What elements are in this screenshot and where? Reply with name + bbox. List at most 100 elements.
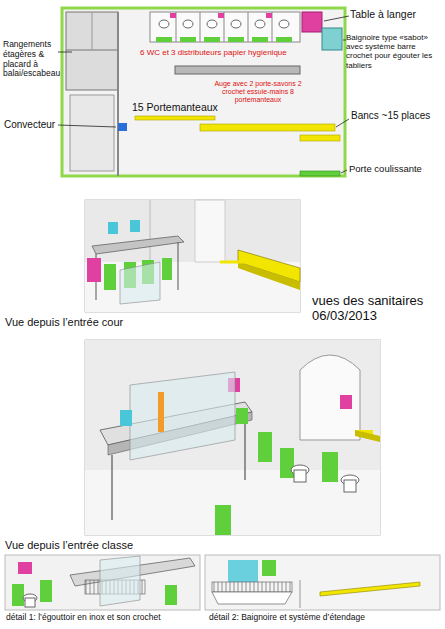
view-caption: Vue depuis l’entrée cour [5,316,123,329]
detail-drainer [165,585,177,605]
floor-plan [150,12,300,42]
plan-label: Baignoire type «sabot» avec système barr… [346,33,442,70]
view-court [104,264,116,290]
view-court [85,200,300,312]
view-class [244,420,245,480]
leader-line [324,16,349,21]
view-court [85,200,300,262]
wc-row [279,20,289,28]
view-class [236,408,248,424]
leader-line [336,119,349,127]
view-court [238,262,300,290]
view-class [355,430,380,442]
plan-furniture [302,12,322,32]
detail-bathtub [212,592,292,604]
detail-drainer [100,556,140,606]
wc-row [266,13,272,18]
view-class [85,340,380,535]
plan-label: Bancs ~15 places [351,110,441,122]
view-court [178,242,179,290]
floor-plan [92,12,93,50]
wc-row [200,12,201,42]
wc-row [156,12,292,42]
detail-bathtub [205,555,440,610]
wc-row [228,37,244,42]
wc-row [180,37,196,42]
detail-bathtub [320,582,420,596]
view-caption: détail 1: l’égouttoir en inox et son cro… [6,613,161,623]
plan-furniture [200,124,335,131]
view-class [258,432,272,462]
view-class [85,340,380,470]
plan-furniture [135,116,215,120]
view-class [158,392,164,432]
leader-line [58,125,116,127]
plan-furniture [322,28,342,50]
view-class [280,448,294,478]
wc-row [204,37,220,42]
view-court [195,200,225,262]
view-class [344,480,356,492]
plan-furniture [118,123,127,131]
floor-plan [66,12,118,90]
plan-label: 15 Portemanteaux [132,101,218,113]
floor-plan [62,8,345,176]
view-court [162,258,172,280]
wc-row [255,20,265,28]
view-class [294,470,306,482]
detail-drainer [18,562,32,574]
floor-plan [70,95,114,171]
view-class [120,410,132,426]
detail-drainer [25,598,35,607]
wc-row [231,20,241,28]
detail-bathtub [212,582,292,592]
plan-furniture [300,135,340,141]
detail-bathtub [205,555,440,610]
leader-line [58,52,72,53]
wc-row [170,13,176,18]
detail-drainer [40,580,52,602]
view-class [322,452,338,482]
plan-label: 6 WC et 3 distributeurs papier hygieniqu… [140,48,287,57]
view-class [111,455,112,520]
wc-row [183,20,193,28]
view-class [300,355,360,440]
wc-row [276,37,292,42]
view-class [130,372,235,460]
detail-drainer [12,584,24,606]
plan-label: Rangements étagères & placard à balai/es… [3,40,61,79]
plan-label: Convecteur [4,119,55,131]
plan-label: Porte coulissante [349,164,422,175]
view-court [220,261,270,264]
plan-furniture [118,12,342,176]
view-caption: détail 2: Baignoire et système d’étendag… [209,613,365,623]
view-caption: Vue depuis l’entrée classe [5,539,133,552]
view-class [340,395,352,409]
detail-bathtub [300,580,301,608]
wc-row [218,13,224,18]
detail-bathtub [228,560,258,582]
view-class [85,340,380,535]
detail-drainer [5,555,200,610]
view-court [120,262,160,304]
view-court [85,200,300,312]
page-title: vues des sanitaires 06/03/2013 [312,294,440,324]
view-court [87,258,101,282]
view-court [92,236,184,254]
view-court [108,222,118,234]
floor-plan [117,12,119,176]
view-court [130,220,140,232]
leader-line [58,16,349,173]
view-class [215,505,231,535]
plan-furniture [300,171,340,176]
wc-row [159,20,169,28]
plan-furniture [175,66,300,74]
floor-plan [62,8,345,176]
view-court [150,200,151,262]
wc-row [156,37,172,42]
detail-drainer [5,555,200,610]
wc-row [248,12,249,42]
detail-bathtub [262,560,276,576]
plan-label: Auge avec 2 porte-savons 2 crochet essui… [206,80,310,104]
leader-line [343,40,346,41]
